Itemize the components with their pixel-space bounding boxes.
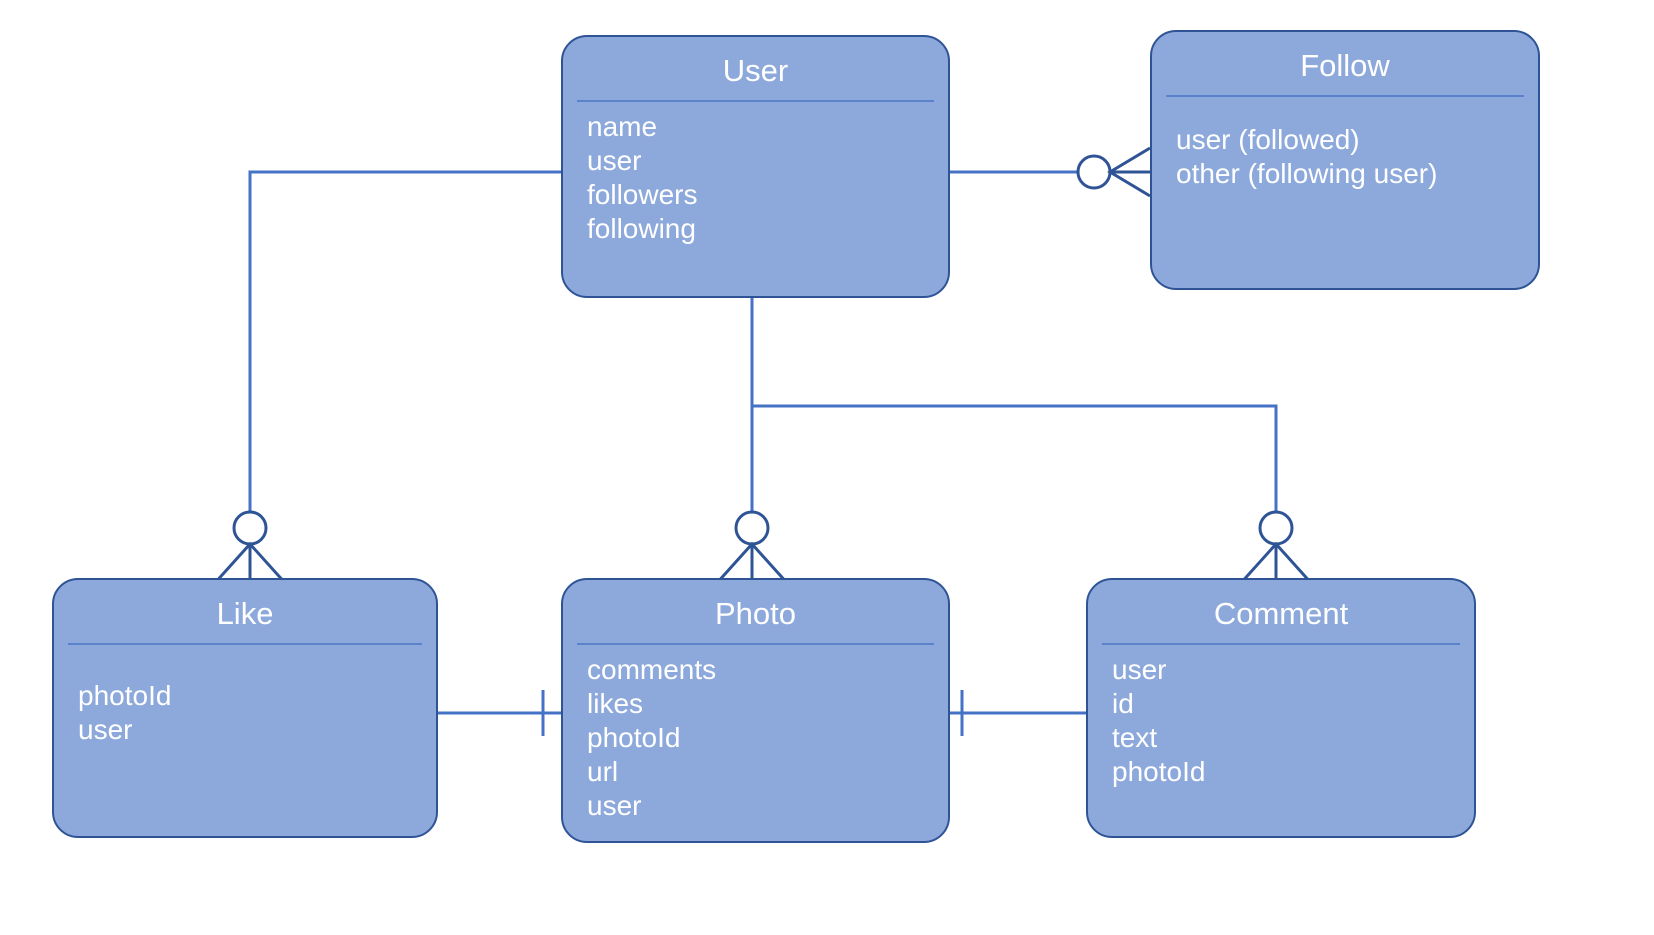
entity-comment-divider	[1102, 643, 1460, 645]
entity-photo-divider	[577, 643, 934, 645]
entity-user-title: User	[722, 53, 789, 88]
entity-comment-title: Comment	[1213, 596, 1349, 631]
entity-user-attributes: name user followers following	[563, 102, 948, 246]
attribute-row: photoId	[587, 722, 681, 753]
connector-user-follow	[950, 146, 1151, 198]
attribute-row: user	[587, 790, 642, 821]
connector-user-photo	[714, 298, 790, 586]
attribute-row: user	[78, 714, 133, 745]
entity-photo-title: Photo	[714, 596, 796, 631]
entity-follow[interactable]: Follow user (followed) other (following …	[1150, 30, 1540, 290]
attribute-row: id	[1112, 688, 1134, 719]
entity-like-divider	[68, 643, 422, 645]
entity-user-divider	[577, 100, 934, 102]
attribute-row: likes	[587, 688, 644, 719]
connector-photo-comment	[950, 690, 1086, 736]
attribute-row: following	[587, 213, 696, 244]
attribute-row: user (followed)	[1176, 124, 1360, 155]
entity-comment-attributes: user id text photoId	[1088, 645, 1474, 789]
entity-follow-divider	[1166, 95, 1524, 97]
attribute-row: url	[587, 756, 619, 787]
entity-user[interactable]: User name user followers following	[561, 35, 950, 298]
entity-comment[interactable]: Comment user id text photoId	[1086, 578, 1476, 838]
entity-like-attributes: photoId user	[54, 645, 436, 747]
attribute-row: other (following user)	[1176, 158, 1438, 189]
entity-like-title: Like	[216, 596, 274, 631]
connector-user-like	[212, 170, 561, 586]
attribute-row: text	[1112, 722, 1158, 753]
entity-photo-attributes: comments likes photoId url user	[563, 645, 948, 823]
connector-like-photo	[438, 690, 561, 736]
entity-photo[interactable]: Photo comments likes photoId url user	[561, 578, 950, 843]
entity-follow-attributes: user (followed) other (following user)	[1152, 97, 1538, 191]
connector-user-comment	[752, 404, 1314, 586]
attribute-row: name	[587, 111, 658, 142]
entity-like[interactable]: Like photoId user	[52, 578, 438, 838]
entity-follow-title: Follow	[1300, 48, 1390, 83]
attribute-row: followers	[587, 179, 698, 210]
attribute-row: photoId	[78, 680, 172, 711]
attribute-row: user	[1112, 654, 1167, 685]
attribute-row: photoId	[1112, 756, 1206, 787]
attribute-row: comments	[587, 654, 717, 685]
attribute-row: user	[587, 145, 642, 176]
